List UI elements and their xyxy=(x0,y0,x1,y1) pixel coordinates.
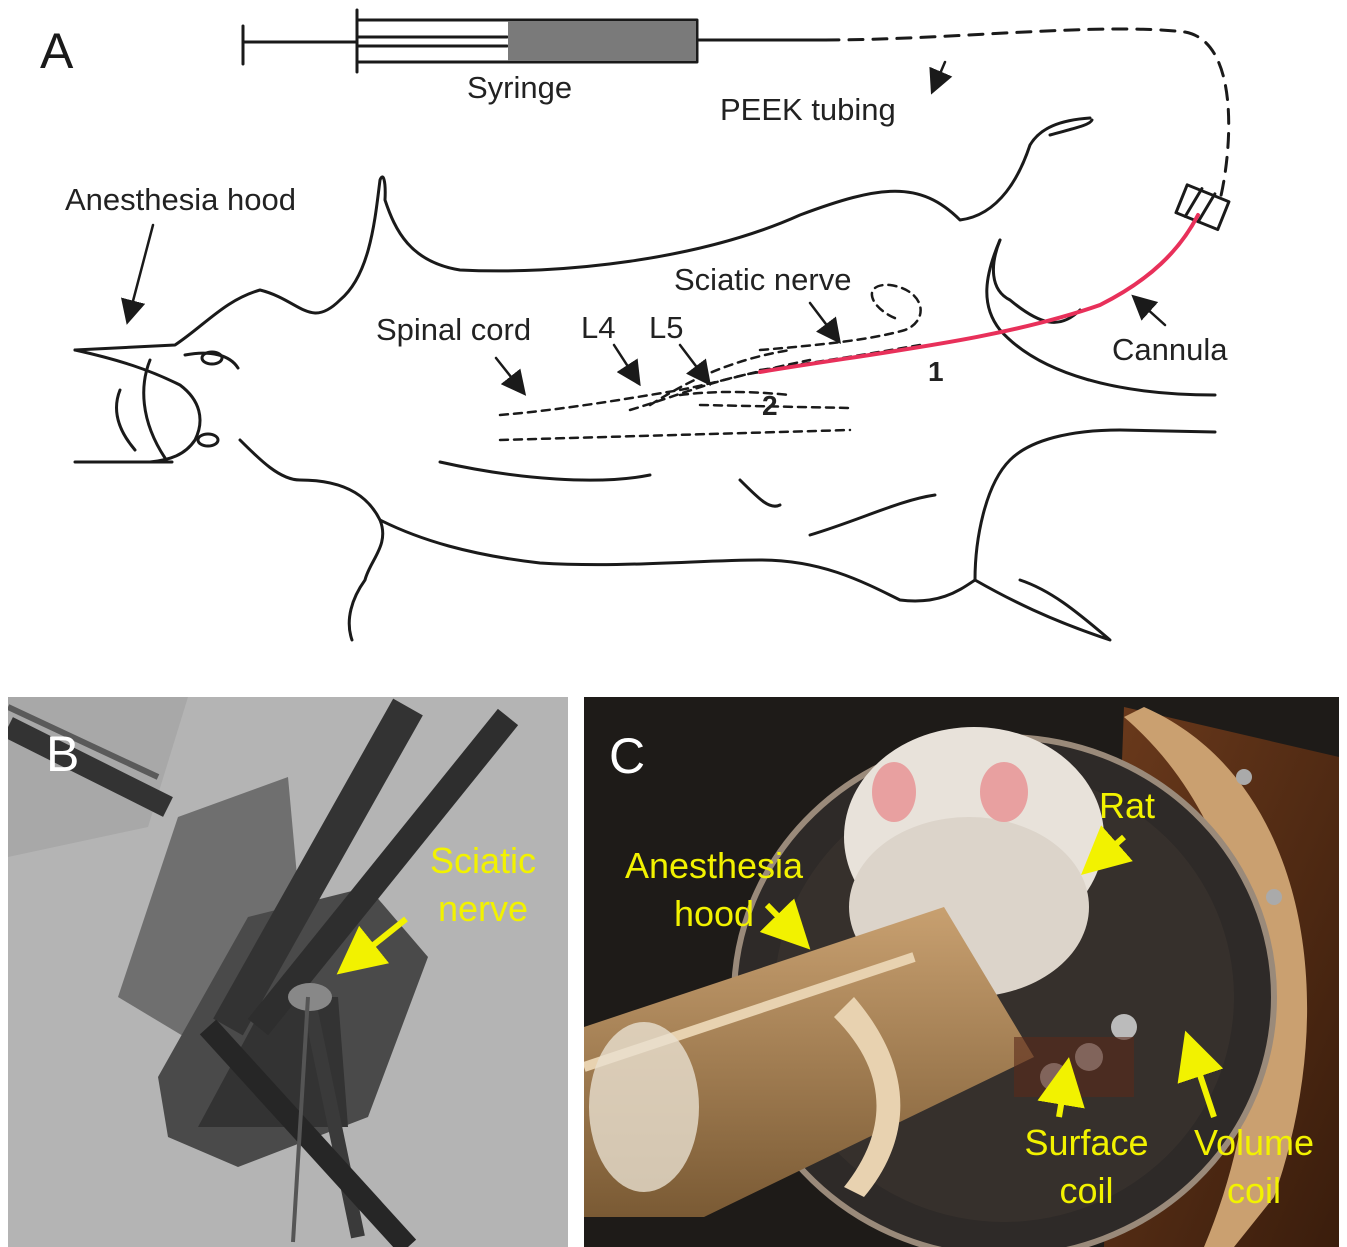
cannula-label: Cannula xyxy=(1112,332,1227,368)
panel-c-photo: C Rat Anesthesia hood Surface coil Volum… xyxy=(584,697,1339,1247)
peek-tubing-label: PEEK tubing xyxy=(720,92,896,128)
l5-label: L5 xyxy=(649,310,683,346)
panel-b-photo: B Sciatic nerve xyxy=(8,697,568,1247)
syringe-label: Syringe xyxy=(467,70,572,106)
site-2-label: 2 xyxy=(762,390,778,422)
sciatic-nerve-label: Sciatic nerve xyxy=(674,262,851,298)
anesthesia-hood-label: Anesthesia hood xyxy=(65,182,296,218)
spinal-cord-label: Spinal cord xyxy=(376,312,531,348)
spinal-nerves xyxy=(500,285,921,440)
l4-label: L4 xyxy=(581,310,615,346)
annotation-arrows xyxy=(128,62,1165,392)
panel-b-arrow xyxy=(8,697,568,1247)
site-1-label: 1 xyxy=(928,356,944,388)
syringe-plunger xyxy=(508,21,696,61)
panel-c-arrows xyxy=(584,697,1339,1247)
panel-a-letter: A xyxy=(40,22,73,80)
